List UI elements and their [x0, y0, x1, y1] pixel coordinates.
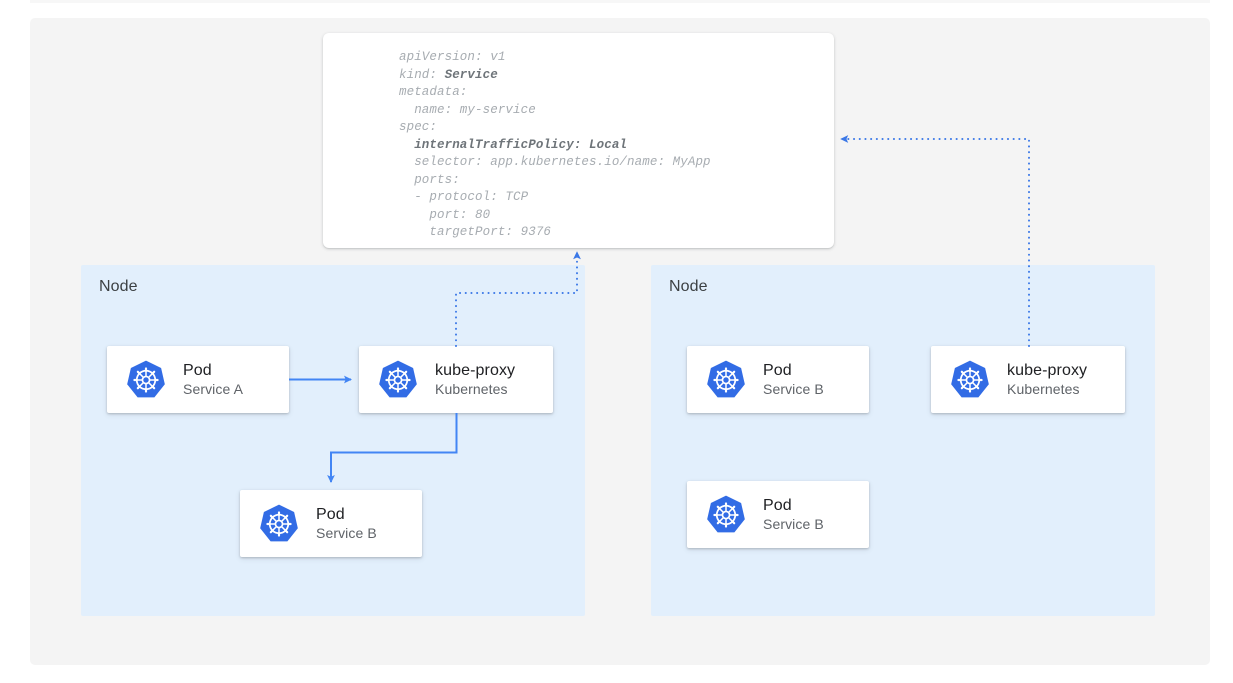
card-text: Pod Service B	[763, 495, 824, 533]
kubernetes-icon	[258, 503, 300, 545]
card-text: kube-proxy Kubernetes	[435, 360, 515, 398]
kubernetes-icon	[125, 359, 167, 401]
kubernetes-icon	[705, 359, 747, 401]
card-title: Pod	[316, 505, 345, 523]
card-pod-service-b-right-bottom[interactable]: Pod Service B	[687, 481, 869, 548]
kubernetes-icon	[705, 494, 747, 536]
card-title: Pod	[763, 361, 792, 379]
node-label-left: Node	[99, 278, 138, 295]
node-container-left: Node	[81, 265, 585, 616]
service-manifest-card: apiVersion: v1 kind: Service metadata: nam…	[323, 33, 834, 248]
card-kube-proxy-right[interactable]: kube-proxy Kubernetes	[931, 346, 1125, 413]
code-line: metadata:	[399, 85, 468, 100]
code-line: name: my-service	[399, 102, 536, 117]
code-line: port: 80	[399, 207, 491, 222]
card-pod-service-b-right-top[interactable]: Pod Service B	[687, 346, 869, 413]
code-emphasis: internalTrafficPolicy: Local	[414, 137, 628, 152]
card-title: kube-proxy	[435, 361, 516, 379]
code-line: spec:	[399, 120, 438, 135]
top-strip	[30, 0, 1210, 3]
code-line: - protocol: TCP	[399, 190, 529, 205]
code-line: selector: app.kubernetes.io/name: MyApp	[399, 155, 711, 170]
card-text: Pod Service B	[316, 504, 377, 542]
code-line: apiVersion: v1	[399, 50, 506, 64]
code-line: internalTrafficPolicy: Local	[399, 137, 711, 155]
card-subtitle: Service B	[763, 380, 824, 397]
card-text: kube-proxy Kubernetes	[1007, 360, 1087, 398]
card-title: kube-proxy	[1007, 361, 1088, 379]
card-text: Pod Service B	[763, 360, 824, 398]
card-title: Pod	[183, 361, 212, 379]
code-emphasis: Service	[444, 67, 498, 82]
code-line: ports:	[399, 172, 460, 187]
service-manifest-code: apiVersion: v1 kind: Service metadata: nam…	[399, 49, 711, 242]
code-line: kind: Service	[399, 67, 498, 82]
card-pod-service-a[interactable]: Pod Service A	[107, 346, 289, 413]
code-line: targetPort: 9376	[399, 225, 552, 240]
kubernetes-icon	[949, 359, 991, 401]
card-pod-service-b-left[interactable]: Pod Service B	[240, 490, 422, 557]
card-title: Pod	[763, 496, 792, 514]
card-subtitle: Service B	[763, 515, 824, 532]
node-container-right: Node	[651, 265, 1155, 616]
card-subtitle: Kubernetes	[1007, 380, 1080, 397]
card-subtitle: Kubernetes	[435, 380, 508, 397]
card-subtitle: Service A	[183, 380, 244, 397]
card-text: Pod Service A	[183, 360, 243, 398]
card-subtitle: Service B	[316, 524, 377, 541]
node-label-right: Node	[669, 278, 708, 295]
kubernetes-icon	[377, 359, 419, 401]
card-kube-proxy-left[interactable]: kube-proxy Kubernetes	[359, 346, 553, 413]
